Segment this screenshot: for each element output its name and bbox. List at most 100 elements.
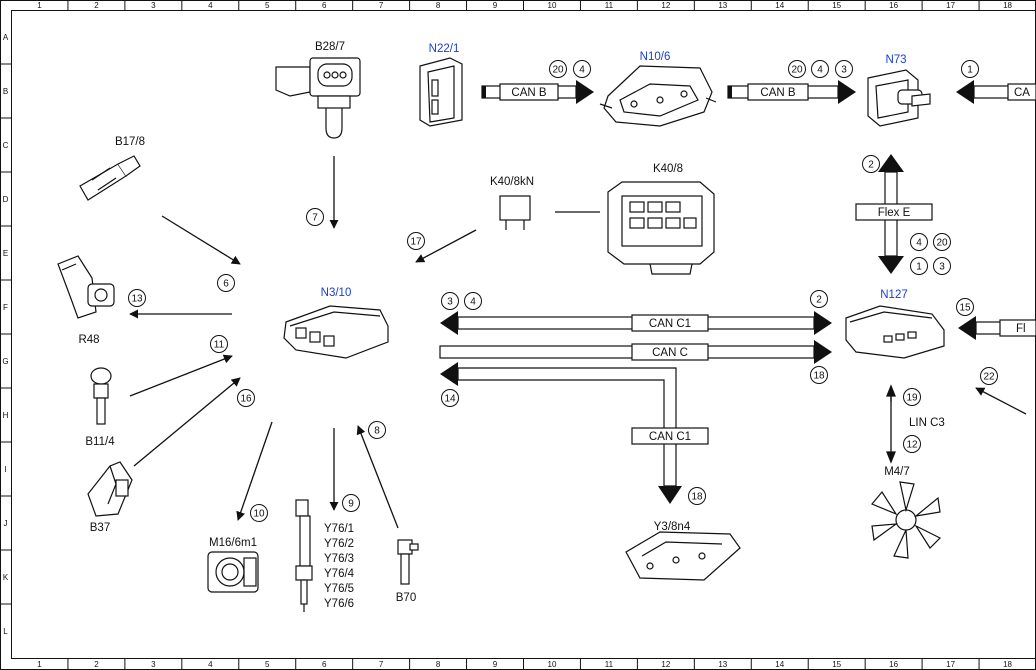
grid-col-label-bottom: 13 <box>718 660 727 669</box>
grid-col-label-bottom: 15 <box>832 660 841 669</box>
can-label-box-partial <box>1007 83 1036 101</box>
y76-2-label: Y76/2 <box>324 538 354 550</box>
svg-text:15: 15 <box>959 303 971 314</box>
flex-e-label: Flex E <box>878 207 911 219</box>
grid-col-label-top: 18 <box>1003 1 1012 10</box>
svg-text:20: 20 <box>936 238 948 249</box>
n22-1-label: N22/1 <box>429 43 460 55</box>
grid-col-label-top: 11 <box>605 1 614 10</box>
m16-6m1-label: M16/6m1 <box>209 537 257 549</box>
ref-19: 19 <box>903 388 921 406</box>
ref-4-b: 4 <box>811 60 829 78</box>
n10-6-module-icon <box>599 65 717 127</box>
grid-row-label: D <box>3 195 9 204</box>
b17-8-sensor-icon <box>79 155 141 201</box>
grid-col-label-top: 3 <box>151 1 156 10</box>
grid-row-label: H <box>3 411 9 420</box>
ref-11: 11 <box>210 335 228 353</box>
grid-col-label-bottom: 7 <box>379 660 384 669</box>
y76-5-label: Y76/5 <box>324 583 354 595</box>
svg-text:3: 3 <box>939 262 945 273</box>
m4-7-label: M4/7 <box>884 466 910 478</box>
grid-row-label: J <box>4 519 8 528</box>
grid-col-label-bottom: 6 <box>322 660 327 669</box>
ref-15: 15 <box>956 298 974 316</box>
y76-6-label: Y76/6 <box>324 598 354 610</box>
ref-17: 17 <box>407 232 425 250</box>
ref-9: 9 <box>342 494 360 512</box>
ref-20-e: 20 <box>933 233 951 251</box>
svg-text:8: 8 <box>374 426 380 437</box>
ref-10: 10 <box>250 504 268 522</box>
y76-injector-icon <box>295 499 313 612</box>
grid-col-label-top: 7 <box>379 1 384 10</box>
can-c1-label-down: CAN C1 <box>649 431 691 443</box>
can-b-label-box-2 <box>747 83 809 101</box>
ref-3-f: 3 <box>441 292 459 310</box>
grid-col-label-top: 10 <box>548 1 557 10</box>
svg-text:13: 13 <box>131 294 143 305</box>
svg-text:11: 11 <box>214 340 225 351</box>
svg-text:1: 1 <box>916 262 922 273</box>
can-c-label: CAN C <box>652 347 688 359</box>
svg-text:1: 1 <box>967 65 973 76</box>
grid-col-label-bottom: 4 <box>208 660 213 669</box>
svg-text:17: 17 <box>410 237 422 248</box>
ref-2-f: 2 <box>810 290 828 308</box>
can-c1-label-box-down <box>631 427 709 445</box>
ref-4-a: 4 <box>573 60 591 78</box>
svg-text:2: 2 <box>816 295 822 306</box>
grid-col-label-bottom: 12 <box>661 660 670 669</box>
ref-3-e: 3 <box>933 257 951 275</box>
grid-row-label: F <box>3 303 8 312</box>
svg-text:20: 20 <box>791 65 803 76</box>
grid-col-label-bottom: 8 <box>436 660 441 669</box>
flex-label-partial: Fl <box>1016 323 1026 335</box>
svg-text:16: 16 <box>240 394 252 405</box>
lin-c3-arrow <box>886 384 896 464</box>
grid-row-label: G <box>2 357 8 366</box>
svg-text:19: 19 <box>906 393 918 404</box>
y76-1-label: Y76/1 <box>324 523 354 535</box>
can-c1-label-box-top <box>631 314 709 332</box>
svg-text:9: 9 <box>348 499 354 510</box>
n73-ignition-switch-icon <box>867 69 931 127</box>
ref-20-b: 20 <box>788 60 806 78</box>
grid-row-label: A <box>3 33 9 42</box>
grid-row-label: I <box>4 465 6 474</box>
flex-label-box-partial <box>999 319 1036 337</box>
ref-18-j: 18 <box>688 487 706 505</box>
ref-1-c: 1 <box>961 60 979 78</box>
b37-pedal-sensor-icon <box>87 461 133 517</box>
grid-col-label-bottom: 10 <box>548 660 557 669</box>
n127-label: N127 <box>880 289 908 301</box>
can-b-label-2: CAN B <box>760 87 795 99</box>
svg-text:3: 3 <box>841 65 847 76</box>
ref-3-b: 3 <box>835 60 853 78</box>
can-b-label-1: CAN B <box>511 87 546 99</box>
svg-text:6: 6 <box>223 279 229 290</box>
grid-col-label-bottom: 16 <box>889 660 898 669</box>
n3-10-ecu-icon <box>283 305 389 359</box>
grid-col-label-bottom: 9 <box>493 660 498 669</box>
k40-8kn-label: K40/8kN <box>490 176 534 188</box>
grid-col-label-bottom: 3 <box>151 660 156 669</box>
grid-row-label: C <box>3 141 9 150</box>
svg-text:2: 2 <box>868 160 874 171</box>
y3-8n4-valve-body-icon <box>625 531 741 581</box>
n22-1-module-icon <box>419 57 463 127</box>
svg-text:10: 10 <box>253 509 265 520</box>
grid-col-label-top: 4 <box>208 1 213 10</box>
ref-12: 12 <box>903 435 921 453</box>
svg-text:4: 4 <box>817 65 823 76</box>
m16-6m1-throttle-icon <box>207 551 259 593</box>
grid-row-label: B <box>3 87 8 96</box>
y76-4-label: Y76/4 <box>324 568 355 580</box>
r48-label: R48 <box>78 334 99 346</box>
ref-8: 8 <box>368 421 386 439</box>
ref-22: 22 <box>980 367 998 385</box>
b17-8-label: B17/8 <box>115 136 145 148</box>
svg-text:12: 12 <box>906 440 918 451</box>
grid-col-label-top: 17 <box>946 1 955 10</box>
